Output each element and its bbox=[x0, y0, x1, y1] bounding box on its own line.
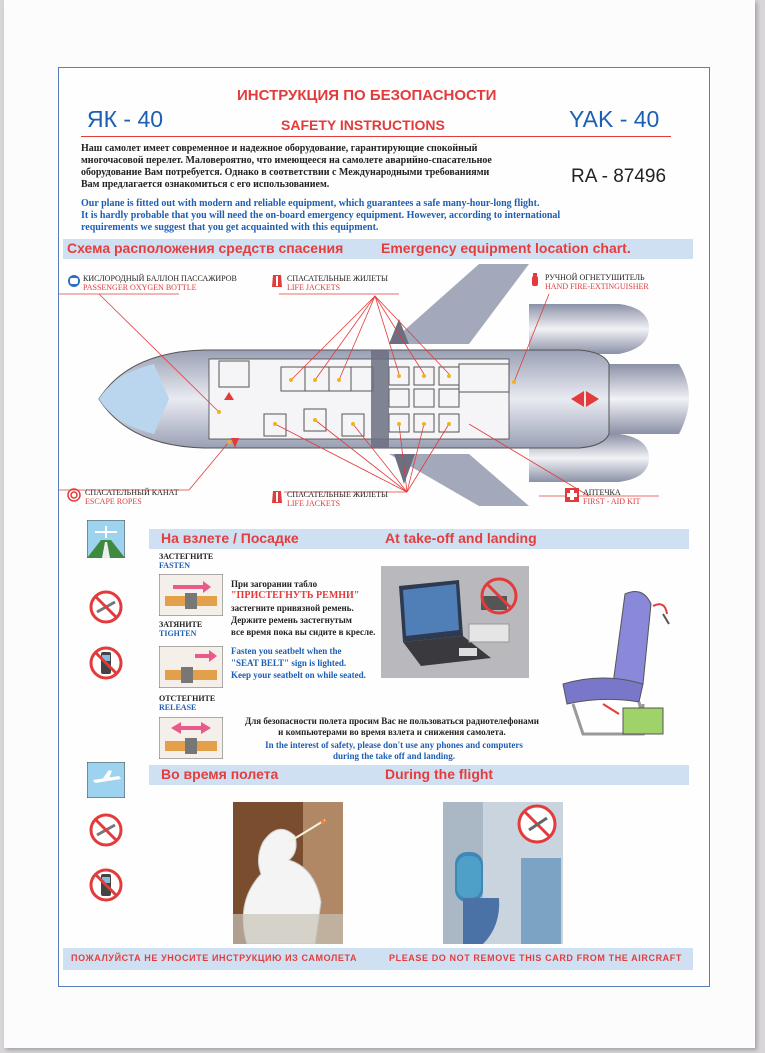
intro-ru: Наш самолет имеет современное и надежное… bbox=[81, 143, 551, 191]
extinguisher-ru: РУЧНОЙ ОГНЕТУШИТЕЛЬ bbox=[545, 273, 645, 282]
wing-upper bbox=[389, 264, 529, 344]
intro-ru-line: многочасовой перелет. Маловероятно, что … bbox=[81, 155, 492, 166]
section-band-flight: Во время полета During the flight bbox=[149, 765, 689, 785]
phones-en-line: during the take off and landing. bbox=[332, 751, 456, 761]
section-chart-ru: Схема расположения средств спасения bbox=[67, 240, 344, 256]
phones-ru-text: Для безопасности полета просим Вас не по… bbox=[231, 716, 553, 738]
life-jacket-icon bbox=[272, 275, 282, 287]
ropes-en: ESCAPE ROPES bbox=[85, 497, 142, 506]
ropes-ru: СПАСАТЕЛЬНЫЙ КАНАТ bbox=[85, 488, 179, 497]
seatbelt-ru-line: Держите ремень застегнутым bbox=[231, 615, 352, 625]
section-chart-en: Emergency equipment location chart. bbox=[381, 240, 631, 256]
jackets-ru: СПАСАТЕЛЬНЫЕ ЖИЛЕТЫ bbox=[287, 274, 388, 283]
takeoff-icon bbox=[87, 520, 125, 558]
cockpit-window bbox=[99, 364, 169, 434]
intro-en-line: Our plane is fitted out with modern and … bbox=[81, 198, 540, 209]
lavatory-no-smoking-photo bbox=[443, 802, 563, 944]
seatbelt-en-text: Fasten you seatbelt when the "SEAT BELT"… bbox=[231, 645, 366, 681]
jackets-en: LIFE JACKETS bbox=[287, 283, 341, 292]
smoking-passenger-photo bbox=[233, 802, 343, 944]
seatbelt-ru-line: все время пока вы сидите в кресле. bbox=[231, 627, 376, 637]
release-label: ОТСТЕГНИТЕ RELEASE bbox=[159, 694, 215, 712]
no-smoking-icon bbox=[89, 813, 123, 847]
title-ru: ИНСТРУКЦИЯ ПО БЕЗОПАСНОСТИ bbox=[237, 87, 497, 104]
jackets2-en: LIFE JACKETS bbox=[287, 499, 341, 508]
section-band-takeoff: На взлете / Посадке At take-off and land… bbox=[149, 529, 689, 549]
tighten-label: ЗАТЯНИТЕ TIGHTEN bbox=[159, 620, 202, 638]
phones-en-line: In the interest of safety, please don't … bbox=[265, 740, 523, 750]
oxygen-bottle-icon bbox=[68, 275, 80, 287]
section-takeoff-en: At take-off and landing bbox=[385, 530, 537, 546]
tighten-belt-illustration bbox=[159, 646, 223, 688]
section-flight-en: During the flight bbox=[385, 766, 494, 782]
intro-ru-line: Вам предлагается ознакомиться с его испо… bbox=[81, 179, 330, 190]
footer-band: ПОЖАЛУЙСТА НЕ УНОСИТЕ ИНСТРУКЦИЮ ИЗ САМО… bbox=[63, 948, 693, 970]
section-flight-ru: Во время полета bbox=[161, 766, 279, 782]
seatbelt-sign-ru: "ПРИСТЕГНУТЬ РЕМНИ" bbox=[231, 590, 360, 601]
seatbelt-ru-text: При загорании табло "ПРИСТЕГНУТЬ РЕМНИ" … bbox=[231, 578, 375, 638]
intro-en: Our plane is fitted out with modern and … bbox=[81, 198, 681, 234]
model-ru: ЯК - 40 bbox=[87, 106, 164, 132]
seatbelt-en-line: Keep your seatbelt on while seated. bbox=[231, 670, 366, 680]
escape-rope-icon bbox=[67, 488, 81, 502]
tighten-ru: ЗАТЯНИТЕ bbox=[159, 620, 203, 629]
seatbelt-steps: ЗАСТЕГНИТЕ FASTEN bbox=[159, 552, 213, 570]
firstaid-en: FIRST - AID KIT bbox=[583, 497, 641, 506]
release-belt-illustration bbox=[159, 717, 223, 759]
registration-number: RA - 87496 bbox=[571, 166, 667, 187]
in-flight-icon bbox=[87, 762, 125, 798]
release-ru: ОТСТЕГНИТЕ bbox=[159, 694, 216, 703]
seatbelt-ru-line: застегните привязной ремень. bbox=[231, 603, 354, 613]
section-band-chart: Схема расположения средств спасения Emer… bbox=[63, 239, 693, 259]
extinguisher-en: HAND FIRE-EXTINGUISHER bbox=[545, 282, 649, 291]
phones-ru-line: и компьютерами во время взлета и снижени… bbox=[278, 727, 506, 737]
no-phone-icon bbox=[89, 646, 123, 680]
laptop-phone-photo bbox=[381, 566, 529, 678]
no-smoking-icon bbox=[89, 590, 123, 624]
wing-lower bbox=[389, 454, 529, 506]
intro-en-line: requirements we suggest that you get acq… bbox=[81, 222, 379, 233]
no-phone-icon bbox=[89, 868, 123, 902]
seatbelt-en-line: Fasten you seatbelt when the bbox=[231, 646, 342, 656]
fasten-ru: ЗАСТЕГНИТЕ bbox=[159, 552, 214, 561]
firstaid-ru: АПТЕЧКА bbox=[583, 488, 621, 497]
aircraft-layout-diagram bbox=[59, 264, 689, 506]
fasten-en: FASTEN bbox=[159, 561, 190, 570]
oxygen-en: PASSENGER OXYGEN BOTTLE bbox=[83, 283, 197, 292]
seatbelt-en-line: "SEAT BELT" sign is lighted. bbox=[231, 658, 347, 668]
fasten-belt-illustration bbox=[159, 574, 223, 616]
safety-card: ИНСТРУКЦИЯ ПО БЕЗОПАСНОСТИ SAFETY INSTRU… bbox=[58, 67, 710, 987]
section-takeoff-ru: На взлете / Посадке bbox=[161, 530, 299, 546]
tighten-en: TIGHTEN bbox=[159, 629, 197, 638]
footer-ru: ПОЖАЛУЙСТА НЕ УНОСИТЕ ИНСТРУКЦИЮ ИЗ САМО… bbox=[71, 953, 358, 963]
phones-en-text: In the interest of safety, please don't … bbox=[239, 740, 549, 762]
footer-en: PLEASE DO NOT REMOVE THIS CARD FROM THE … bbox=[389, 953, 682, 963]
fire-extinguisher-icon bbox=[532, 273, 538, 286]
engine-upper bbox=[529, 304, 649, 354]
intro-ru-line: оборудование Вам потребуется. Однако в с… bbox=[81, 167, 490, 178]
life-jacket-icon bbox=[272, 491, 282, 503]
seatbelt-ru-line: При загорании табло bbox=[231, 579, 318, 589]
title-en: SAFETY INSTRUCTIONS bbox=[281, 117, 445, 133]
first-aid-icon bbox=[565, 488, 579, 502]
intro-en-line: It is hardly probable that you will need… bbox=[81, 210, 561, 221]
jackets2-ru: СПАСАТЕЛЬНЫЕ ЖИЛЕТЫ bbox=[287, 490, 388, 499]
model-en: YAK - 40 bbox=[569, 106, 660, 132]
tail-engine bbox=[604, 364, 689, 434]
header-rule bbox=[81, 136, 671, 137]
seat-illustration bbox=[562, 591, 670, 736]
phones-ru-line: Для безопасности полета просим Вас не по… bbox=[245, 716, 539, 726]
intro-ru-line: Наш самолет имеет современное и надежное… bbox=[81, 143, 478, 154]
release-en: RELEASE bbox=[159, 703, 197, 712]
oxygen-ru: КИСЛОРОДНЫЙ БАЛЛОН ПАССАЖИРОВ bbox=[83, 274, 237, 283]
